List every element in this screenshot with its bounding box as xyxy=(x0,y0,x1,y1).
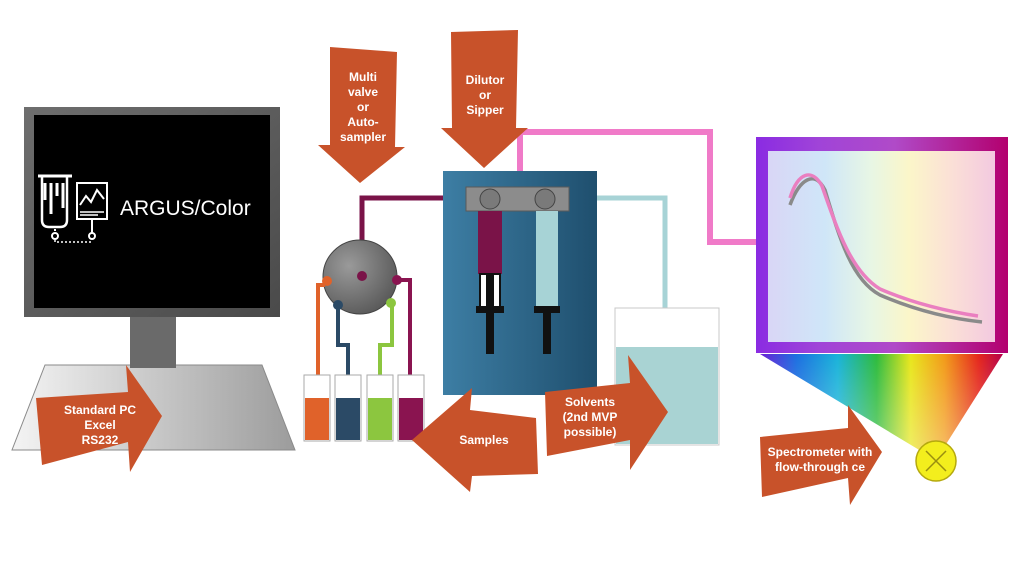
label-dilutor: Dilutor or Sipper xyxy=(465,73,505,117)
sample-tubes xyxy=(303,374,425,442)
prism-shade xyxy=(760,354,1003,460)
sample-fill-2 xyxy=(336,398,360,440)
syringe-right-plunger xyxy=(543,313,551,354)
arrow-pc xyxy=(36,365,162,472)
line-green xyxy=(378,302,394,400)
spectrum-curve-gray xyxy=(788,177,983,324)
port-maroon xyxy=(392,275,402,285)
sample-fill-3 xyxy=(368,398,392,440)
label-pc: Standard PC Excel RS232 xyxy=(63,403,136,447)
syringe-left-plunger xyxy=(486,274,494,354)
multivalve xyxy=(316,239,412,400)
spectrometer xyxy=(756,137,1008,482)
valve-port-right xyxy=(534,188,556,210)
syringe-left-tip xyxy=(476,306,504,313)
sample-fill-4 xyxy=(399,398,423,440)
line-navy xyxy=(336,305,350,400)
spectrum-curve-pink xyxy=(788,173,979,318)
port-center xyxy=(357,271,367,281)
syringe-right-tip xyxy=(534,306,560,313)
label-multivalve: Multi valve or Auto- sampler xyxy=(339,70,387,144)
arrow-multivalve xyxy=(318,47,405,183)
arrow-samples xyxy=(412,388,538,492)
monitor-screen xyxy=(34,115,270,308)
port-navy xyxy=(333,300,343,310)
arrow-spectrometer xyxy=(760,405,882,505)
syringe-right-barrel xyxy=(536,211,558,308)
arrow-dilutor xyxy=(441,30,528,168)
label-spectrometer: Spectrometer with flow-through ce xyxy=(767,445,873,474)
label-solvents: Solvents (2nd MVP possible) xyxy=(562,395,618,439)
valve-port-left xyxy=(479,188,501,210)
dilutor-pump xyxy=(443,171,597,395)
chart-icon xyxy=(54,182,108,243)
sample-fill-1 xyxy=(305,398,329,440)
line-orange xyxy=(316,283,325,400)
lamp-cross xyxy=(925,450,947,472)
app-title: ARGUS/Color xyxy=(120,197,251,220)
port-orange xyxy=(322,276,332,286)
port-green xyxy=(386,298,396,308)
monitor-neck xyxy=(130,312,176,368)
tube-teal xyxy=(570,195,668,345)
arrow-solvents xyxy=(545,355,668,470)
arrows xyxy=(36,30,882,505)
tube-pink xyxy=(517,129,756,245)
beaker-icon xyxy=(38,174,72,240)
syringe-left-barrel xyxy=(478,211,502,274)
label-samples: Samples xyxy=(459,433,509,447)
